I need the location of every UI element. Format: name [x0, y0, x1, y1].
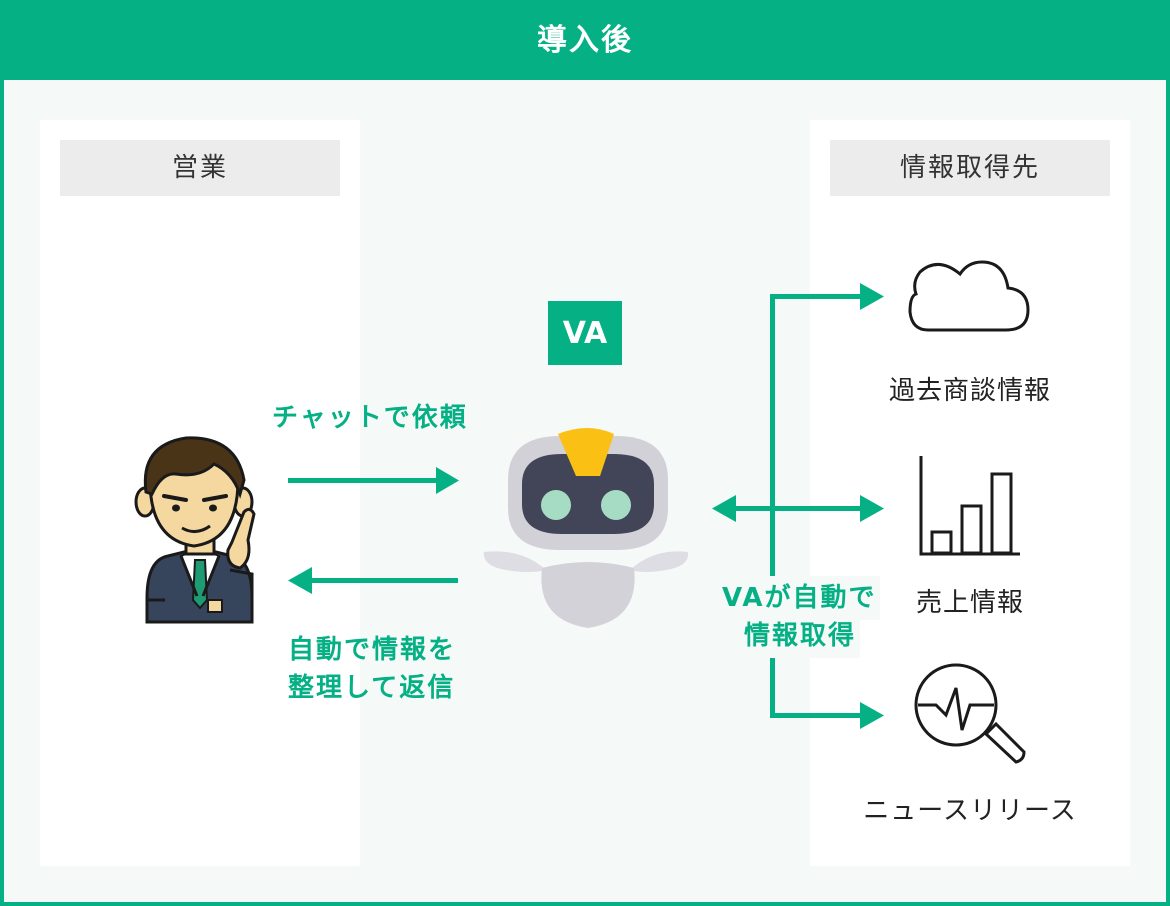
source-label-past-deals: 過去商談情報: [888, 376, 1051, 406]
source-label-sales: 売上情報: [915, 588, 1024, 618]
reply-arrow: [288, 567, 458, 594]
va-badge: VA: [548, 301, 622, 365]
sales-panel-title: 営業: [60, 140, 340, 196]
diagram-title: 導入後: [0, 0, 1170, 80]
fetch-label-line2: 情報取得: [740, 614, 861, 658]
request-label: チャットで依頼: [272, 403, 468, 433]
reply-label-line2: 整理して返信: [288, 673, 456, 703]
reply-label-line1: 自動で情報を: [288, 635, 457, 665]
fetch-label-line1: VAが自動で: [718, 576, 881, 620]
fetch-connector: [712, 283, 884, 729]
request-arrow: [288, 467, 459, 494]
cloud-icon: [908, 260, 1030, 332]
source-label-news: ニュースリリース: [863, 796, 1077, 826]
bar-chart-icon: [919, 456, 1020, 556]
robot-icon: [483, 428, 689, 628]
businessman-icon: [134, 436, 256, 624]
news-search-icon: [914, 663, 1026, 764]
sources-panel-title: 情報取得先: [830, 140, 1110, 196]
